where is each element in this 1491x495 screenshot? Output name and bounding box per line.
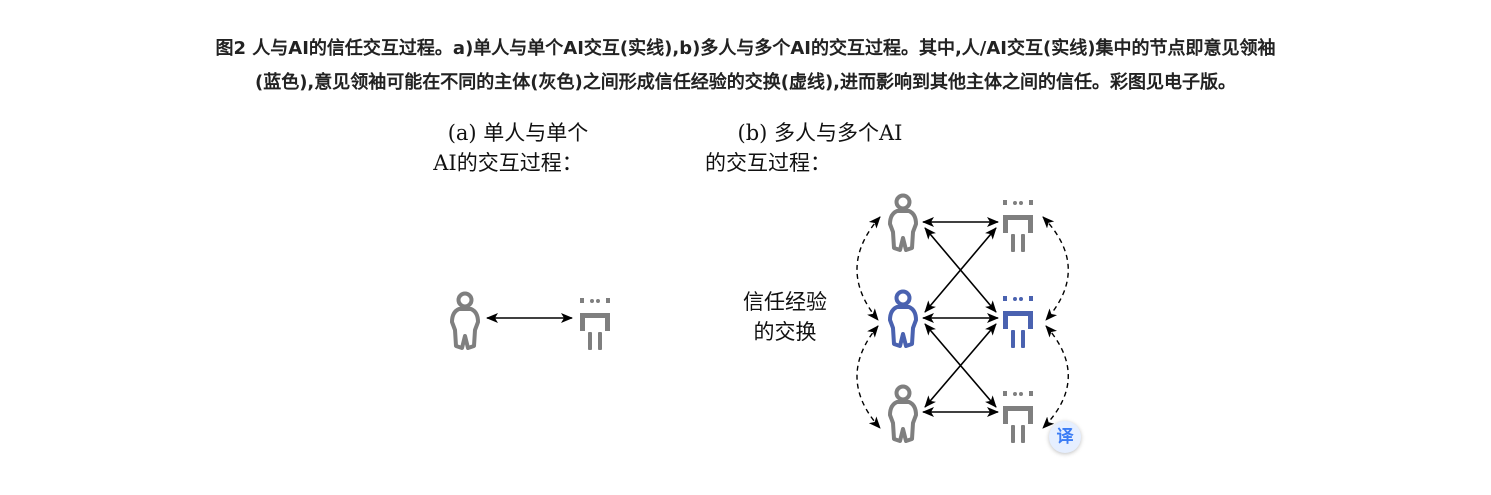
person-icon-bottom	[888, 384, 918, 443]
leader-person-icon	[888, 289, 918, 348]
leader-robot-icon	[1003, 292, 1033, 348]
exchange-label-2: 的交换	[753, 320, 817, 344]
robot-icon-top	[1003, 196, 1033, 252]
person-icon-top	[888, 193, 918, 252]
panel-a-label-2: AI的交互过程：	[433, 151, 583, 175]
panel-a-label-1: (a) 单人与单个	[447, 121, 589, 145]
robot-icon-bottom	[1003, 387, 1033, 443]
translate-button[interactable]: 译	[1049, 421, 1081, 453]
trust-exchange-arrow	[856, 325, 881, 429]
person-icon	[450, 291, 480, 350]
trust-exchange-arrow	[1042, 216, 1069, 321]
panel-b-label-1: (b) 多人与多个AI	[737, 121, 903, 145]
exchange-label-1: 信任经验	[743, 290, 827, 314]
caption-line-2: (蓝色),意见领袖可能在不同的主体(灰色)之间形成信任经验的交换(虚线),进而影…	[254, 72, 1237, 93]
interaction-arrow	[924, 227, 997, 313]
robot-icon	[580, 294, 610, 350]
caption-line-1: 图2 人与AI的信任交互过程。a)单人与单个AI交互(实线),b)多人与多个AI…	[215, 38, 1276, 59]
interaction-arrow	[924, 323, 997, 408]
panel-b-label-2: 的交互过程：	[705, 151, 831, 175]
trust-exchange-arrow	[856, 216, 881, 321]
trust-exchange-arrow	[1042, 325, 1069, 429]
